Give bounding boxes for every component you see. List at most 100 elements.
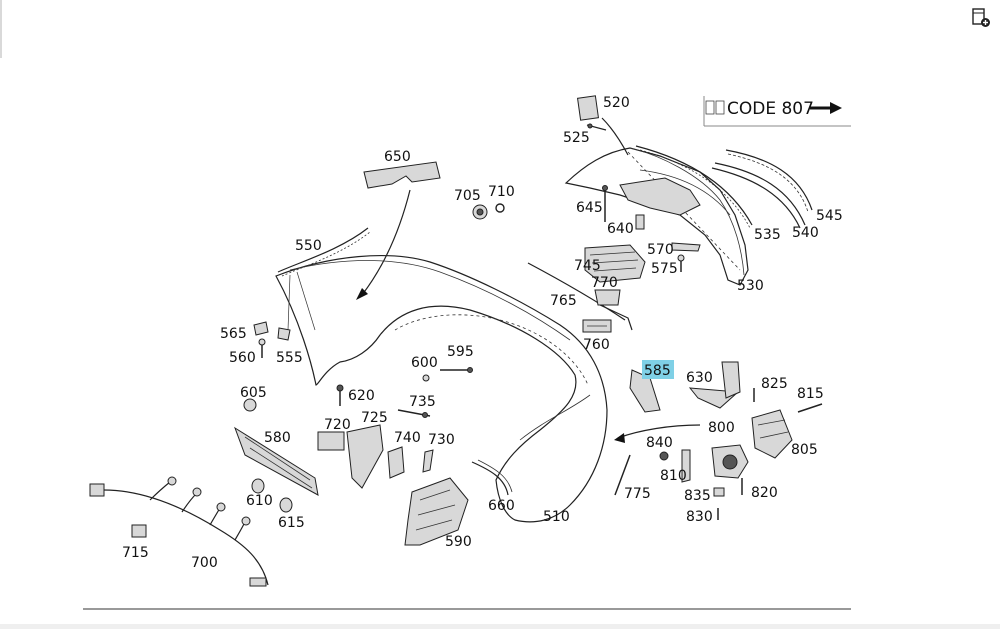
add-document-button[interactable] xyxy=(970,7,992,29)
part-575 xyxy=(677,254,685,272)
part-800 xyxy=(711,444,749,479)
part-840 xyxy=(659,451,669,461)
part-810 xyxy=(681,449,691,483)
part-label-705[interactable]: 705 xyxy=(454,188,481,204)
part-labels: 520 525 650 705 710 645 640 570 575 535 … xyxy=(122,95,843,571)
part-label-735[interactable]: 735 xyxy=(409,394,436,410)
part-605 xyxy=(243,398,257,412)
part-label-820[interactable]: 820 xyxy=(751,485,778,501)
part-760 xyxy=(582,319,612,333)
add-document-icon xyxy=(972,8,990,27)
part-660 xyxy=(471,459,513,496)
part-740 xyxy=(387,446,405,479)
part-label-720[interactable]: 720 xyxy=(324,417,351,433)
part-label-575[interactable]: 575 xyxy=(651,261,678,277)
part-630 xyxy=(688,361,741,409)
part-600 xyxy=(422,374,430,382)
part-520 xyxy=(576,95,629,156)
part-735 xyxy=(397,409,431,418)
part-555 xyxy=(277,327,291,341)
part-label-740[interactable]: 740 xyxy=(394,430,421,446)
part-730 xyxy=(422,449,434,473)
part-label-560[interactable]: 560 xyxy=(229,350,256,366)
part-745 xyxy=(584,244,646,283)
part-label-745[interactable]: 745 xyxy=(574,258,601,274)
part-label-535[interactable]: 535 xyxy=(754,227,781,243)
part-label-580[interactable]: 580 xyxy=(264,430,291,446)
part-label-730[interactable]: 730 xyxy=(428,432,455,448)
part-710 xyxy=(495,203,505,213)
part-565 xyxy=(253,321,269,336)
part-label-715[interactable]: 715 xyxy=(122,545,149,561)
part-label-630[interactable]: 630 xyxy=(686,370,713,386)
part-label-525[interactable]: 525 xyxy=(563,130,590,146)
part-775 xyxy=(614,454,631,496)
part-label-800[interactable]: 800 xyxy=(708,420,735,436)
part-label-595[interactable]: 595 xyxy=(447,344,474,360)
part-label-725[interactable]: 725 xyxy=(361,410,388,426)
part-label-770[interactable]: 770 xyxy=(591,275,618,291)
part-label-605[interactable]: 605 xyxy=(240,385,267,401)
strip-540 xyxy=(711,162,806,229)
main-bumper-510 xyxy=(275,255,608,523)
part-595 xyxy=(440,367,473,373)
right-arrow-icon xyxy=(810,102,842,114)
part-label-810[interactable]: 810 xyxy=(660,468,687,484)
part-label-700[interactable]: 700 xyxy=(191,555,218,571)
part-620 xyxy=(336,384,344,406)
part-570 xyxy=(671,242,701,252)
part-770 xyxy=(594,289,633,331)
part-765-rod xyxy=(527,262,626,321)
part-label-775[interactable]: 775 xyxy=(624,486,651,502)
part-label-570[interactable]: 570 xyxy=(647,242,674,258)
code-note: CODE 807 xyxy=(703,96,851,127)
part-label-550[interactable]: 550 xyxy=(295,238,322,254)
part-715 xyxy=(131,524,147,538)
strip-545 xyxy=(725,149,813,213)
part-560 xyxy=(258,338,266,358)
part-label-840[interactable]: 840 xyxy=(646,435,673,451)
part-525 xyxy=(586,123,607,131)
left-panel-edge xyxy=(0,0,2,58)
part-label-830[interactable]: 830 xyxy=(686,509,713,525)
part-label-590[interactable]: 590 xyxy=(445,534,472,550)
part-label-650[interactable]: 650 xyxy=(384,149,411,165)
part-815 xyxy=(797,403,823,413)
part-label-815[interactable]: 815 xyxy=(797,386,824,402)
part-label-510[interactable]: 510 xyxy=(543,509,570,525)
part-705 xyxy=(472,204,488,220)
part-580 xyxy=(234,426,319,496)
part-label-540[interactable]: 540 xyxy=(792,225,819,241)
part-label-555[interactable]: 555 xyxy=(276,350,303,366)
part-615 xyxy=(279,497,293,513)
part-label-565[interactable]: 565 xyxy=(220,326,247,342)
part-label-645[interactable]: 645 xyxy=(576,200,603,216)
part-label-825[interactable]: 825 xyxy=(761,376,788,392)
part-label-660[interactable]: 660 xyxy=(488,498,515,514)
part-label-760[interactable]: 760 xyxy=(583,337,610,353)
part-label-765[interactable]: 765 xyxy=(550,293,577,309)
part-label-530[interactable]: 530 xyxy=(737,278,764,294)
part-label-520[interactable]: 520 xyxy=(603,95,630,111)
part-590 xyxy=(404,477,469,546)
part-label-585[interactable]: 585 xyxy=(644,363,671,379)
part-label-640[interactable]: 640 xyxy=(607,221,634,237)
part-700-harness xyxy=(89,476,269,587)
part-610 xyxy=(251,478,265,494)
part-label-615[interactable]: 615 xyxy=(278,515,305,531)
part-label-600[interactable]: 600 xyxy=(411,355,438,371)
pointer-arrow-800 xyxy=(614,424,701,443)
part-label-610[interactable]: 610 xyxy=(246,493,273,509)
part-label-805[interactable]: 805 xyxy=(791,442,818,458)
part-550 xyxy=(277,227,371,331)
part-585-highlight xyxy=(642,360,674,379)
part-640 xyxy=(635,214,645,230)
part-645 xyxy=(602,185,608,222)
part-805 xyxy=(751,409,793,459)
part-label-710[interactable]: 710 xyxy=(488,184,515,200)
part-label-835[interactable]: 835 xyxy=(684,488,711,504)
part-label-620[interactable]: 620 xyxy=(348,388,375,404)
part-label-545[interactable]: 545 xyxy=(816,208,843,224)
